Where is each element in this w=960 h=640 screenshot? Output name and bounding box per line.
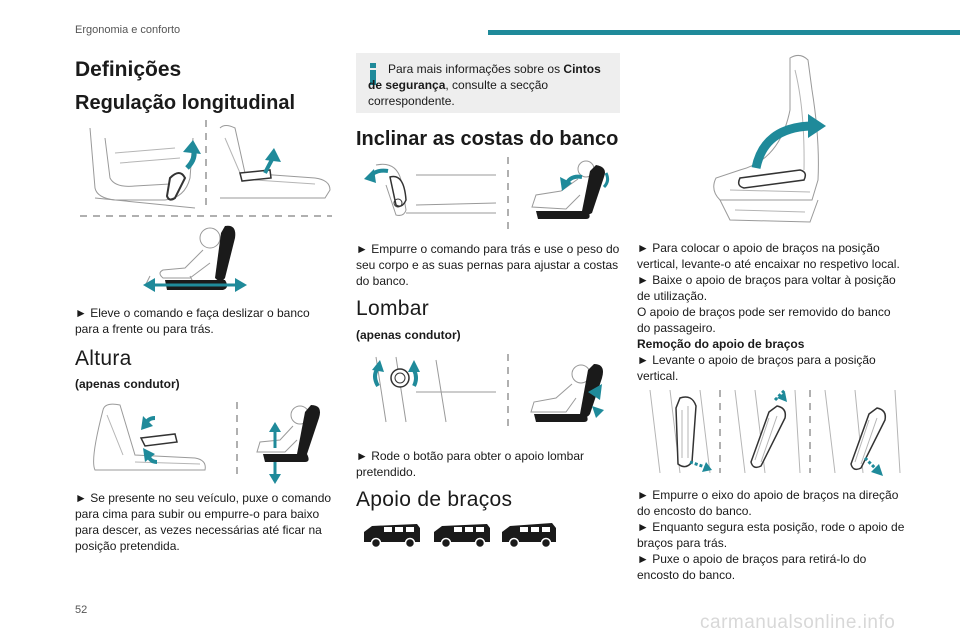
footer-watermark: carmanualsonline.info [700,612,896,633]
armrest-removal-title: Remoção do apoio de braços [637,337,805,351]
van-medium-icon [434,524,490,549]
armrest-text-7: ► Enquanto segura esta posição, rode o a… [637,520,905,550]
armrest-text-2: ► Baixe o apoio de braços para voltar à … [637,273,896,303]
armrest-step-1 [649,389,712,474]
info-text-before: Para mais informações sobre os [388,62,564,76]
altura-subtitle: (apenas condutor) [75,377,180,391]
header-accent-bar [488,30,960,35]
chapter-title: Ergonomia e conforto [75,24,181,36]
lombar-subtitle: (apenas condutor) [356,328,461,342]
van-short-icon [364,524,420,549]
inclinar-illustration [364,157,610,230]
inclinar-text: ► Empurre o comando para trás e use o pe… [356,242,620,288]
van-long-icon [502,523,556,549]
altura-text: ► Se presente no seu veículo, puxe o com… [75,491,332,553]
heading-inclinar: Inclinar as costas do banco [356,128,619,150]
info-icon [370,63,376,85]
info-text-link-label: Cintos de segurança [368,62,601,92]
section-title-definicoes: Definições [75,58,182,81]
heading-lombar: Lombar [356,297,430,320]
lombar-illustration [372,354,604,432]
armrest-removal-illustration [649,388,901,476]
info-text-after: , consulte a secção correspondente. [368,78,549,108]
armrest-text-6: ► Empurre o eixo do apoio de braços na d… [637,488,899,518]
armrest-text-8: ► Puxe o apoio de braços para retirá-lo … [637,552,867,582]
info-text: Para mais informações sobre os Cintos de… [368,61,613,109]
heading-altura: Altura [75,347,132,370]
armrest-text-1: ► Para colocar o apoio de braços na posi… [637,241,900,271]
armrest-text-5: ► Levante o apoio de braços para a posiç… [637,353,876,383]
heading-apoio-bracos: Apoio de braços [356,488,513,511]
heading-regulacao-longitudinal: Regulação longitudinal [75,92,296,114]
armrest-step-3 [824,389,901,476]
armrest-text-3: O apoio de braços pode ser removido do b… [637,305,891,335]
info-box: Para mais informações sobre os Cintos de… [356,53,620,113]
vehicle-icons [364,523,556,549]
longitudinal-illustration [80,120,332,292]
lombar-text: ► Rode o botão para obter o apoio lombar… [356,449,585,479]
page-number: 52 [75,604,88,616]
longitudinal-text: ► Eleve o comando e faça deslizar o banc… [75,306,310,336]
armrest-step-2 [734,388,801,474]
armrest-seat-illustration [713,54,826,223]
altura-illustration [93,402,320,484]
